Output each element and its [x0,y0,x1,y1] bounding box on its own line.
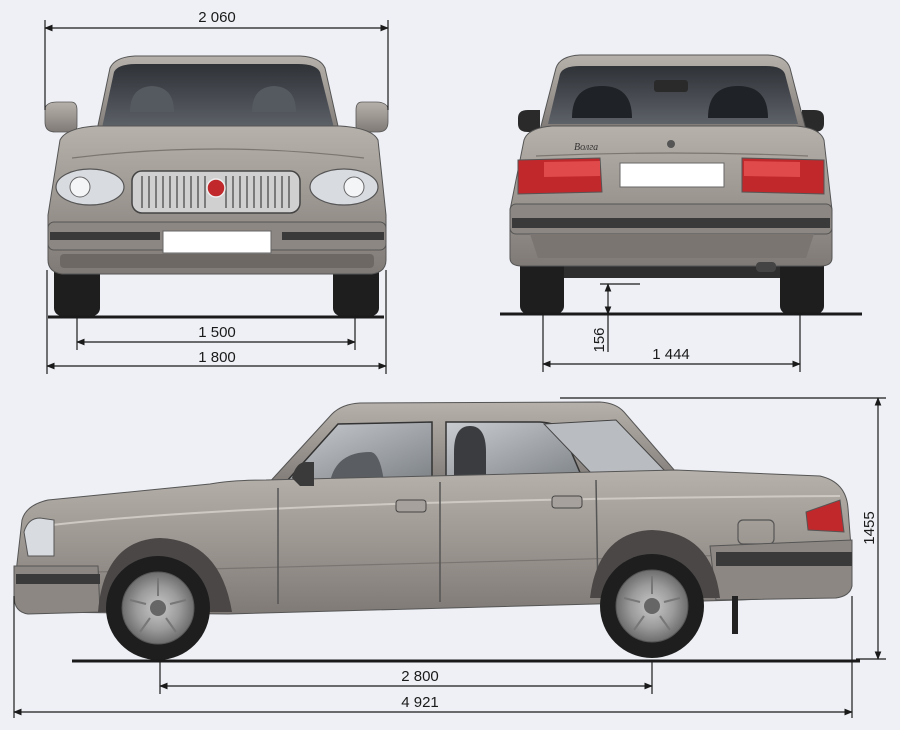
rear-view: Волга [509,54,833,314]
side-view [13,401,853,660]
dim-overall-length: 4 921 [401,694,439,711]
dim-rear-track: 1 444 [652,346,690,363]
dimension-labels: 2 060 1 500 1 800 156 1 444 1455 2 800 4… [198,9,878,711]
dim-front-mirror-width: 2 060 [198,9,236,26]
dim-front-overall-width: 1 800 [198,349,236,366]
dim-wheelbase: 2 800 [401,668,439,685]
front-view [44,55,389,316]
dimension-lines [13,20,886,718]
dim-front-track: 1 500 [198,324,236,341]
dim-ground-clearance: 156 [591,327,608,352]
dim-height: 1455 [861,511,878,544]
rear-badge: Волга [574,142,598,153]
